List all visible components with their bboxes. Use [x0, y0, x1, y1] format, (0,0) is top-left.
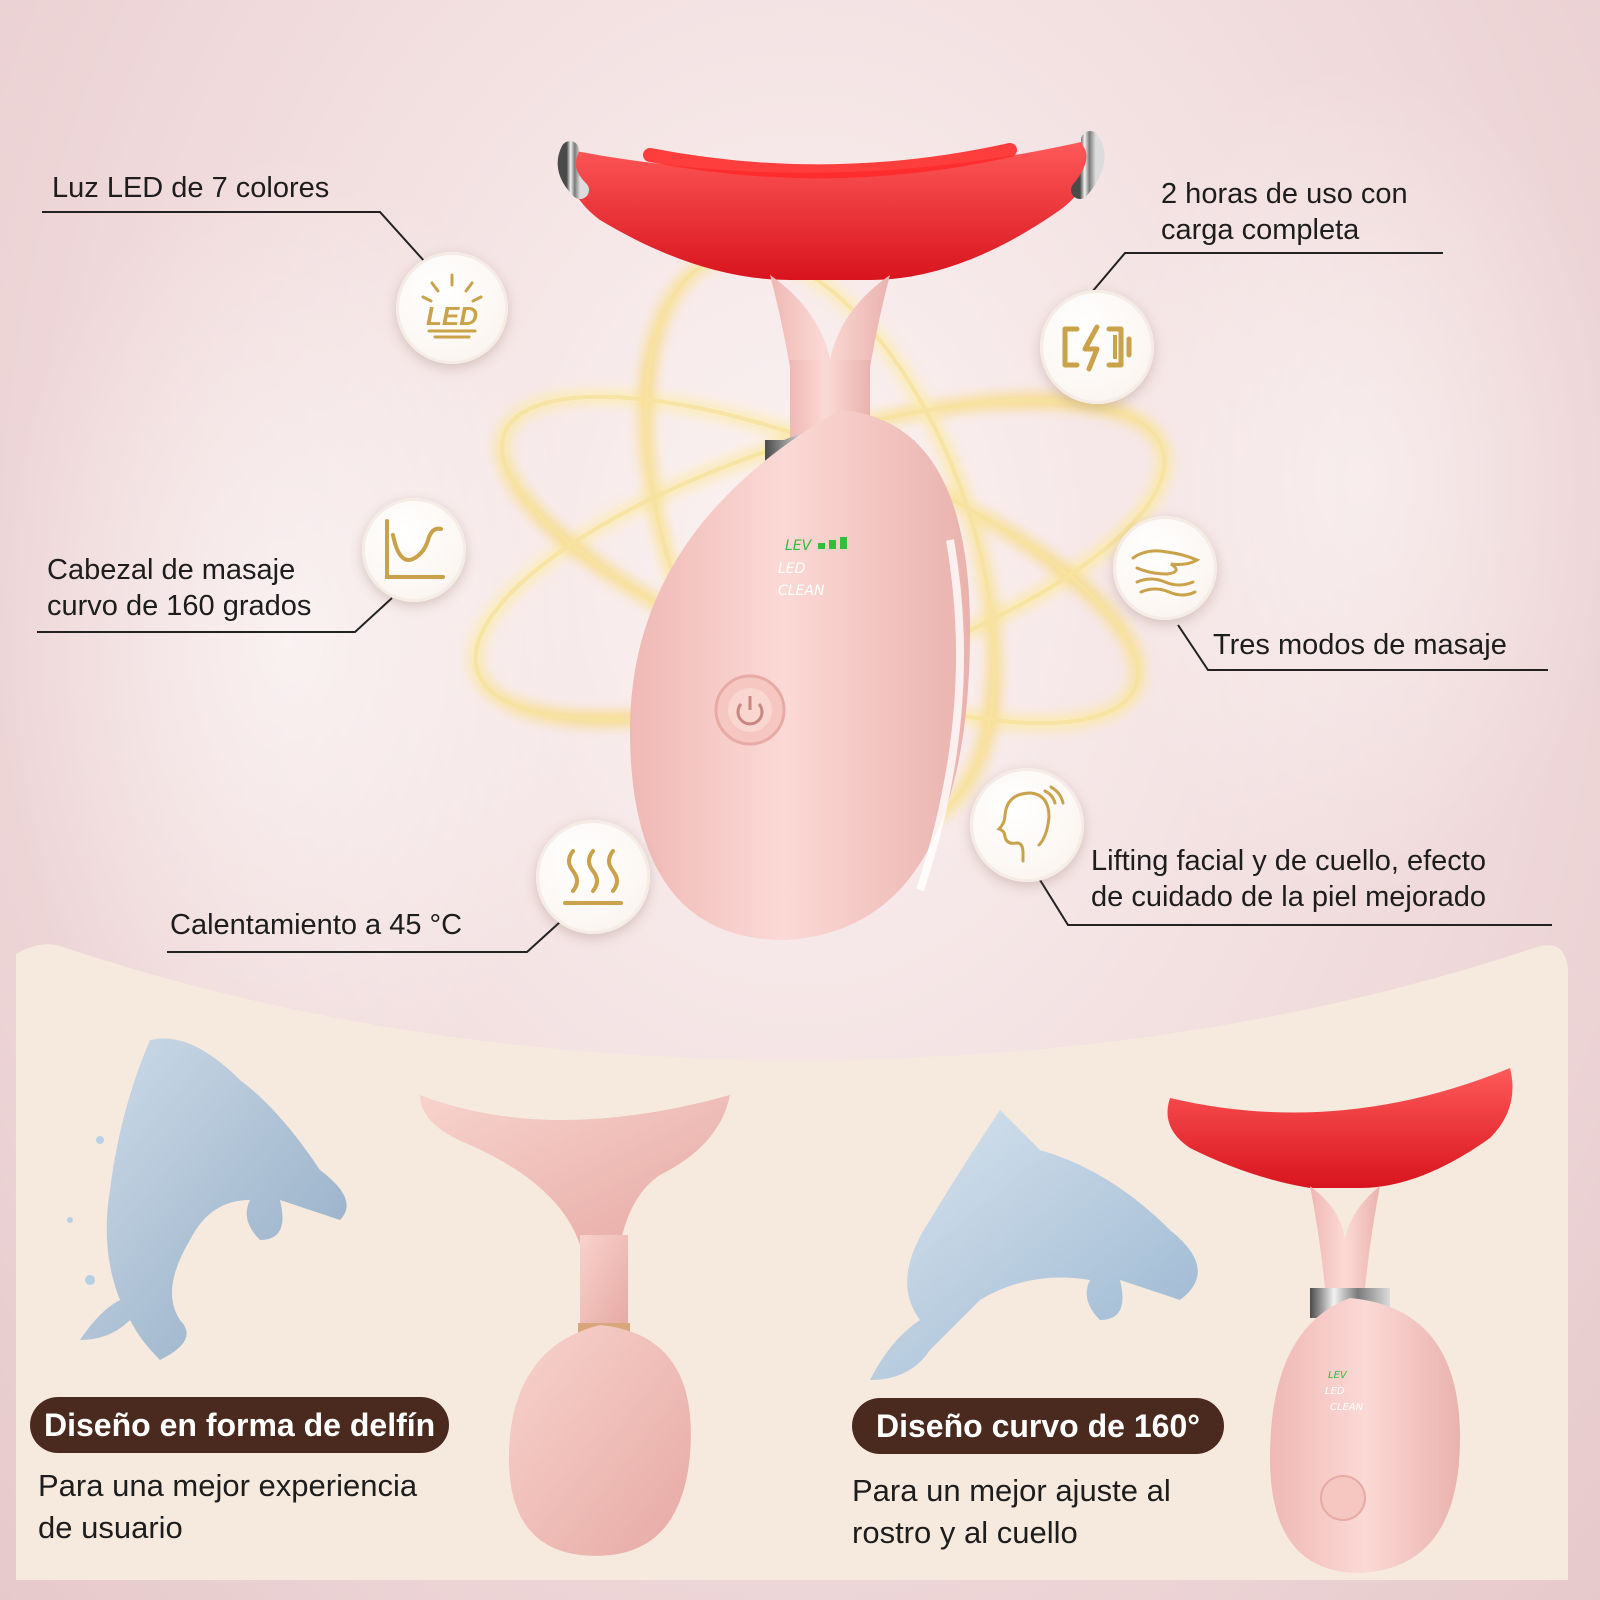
device-status-lev: LEV	[785, 538, 813, 554]
device-front-view-right: LEV LED CLEAN	[1167, 1068, 1513, 1573]
callout-led-text: Luz LED de 7 colores	[52, 172, 330, 204]
led-light-icon: LED	[396, 252, 508, 364]
dolphin-design-subtitle: Para una mejor experiencia de usuario	[38, 1468, 418, 1545]
callout-battery-text: 2 horas de uso con carga completa	[1161, 178, 1408, 246]
device-status-clean: CLEAN	[778, 583, 825, 599]
curve-graph-icon	[362, 498, 466, 602]
svg-text:LED: LED	[426, 301, 478, 331]
dolphin-illustration-left	[67, 1038, 347, 1360]
svg-text:CLEAN: CLEAN	[1330, 1402, 1364, 1413]
hand-wave-icon	[1113, 516, 1217, 620]
svg-text:LED: LED	[1325, 1386, 1345, 1397]
callout-modes-text: Tres modos de masaje	[1213, 629, 1507, 661]
dolphin-illustration-right	[870, 1110, 1198, 1380]
device-status-led: LED	[778, 561, 806, 577]
dolphin-design-title: Diseño en forma de delfín	[30, 1397, 450, 1453]
device-side-view-left	[420, 1095, 730, 1556]
callout-lifting-text: Lifting facial y de cuello, efecto de cu…	[1091, 845, 1486, 913]
curved-design-title: Diseño curvo de 160°	[852, 1398, 1225, 1454]
callout-heat-text: Calentamiento a 45 °C	[170, 909, 463, 941]
face-profile-icon	[970, 768, 1084, 882]
neck-massager-device: LEV LED CLEAN	[557, 131, 1105, 940]
curved-design-subtitle: Para un mejor ajuste al rostro y al cuel…	[852, 1473, 1171, 1550]
heat-waves-icon	[536, 820, 650, 934]
callout-curve-text: Cabezal de masaje curvo de 160 grados	[47, 554, 312, 622]
svg-text:LEV: LEV	[1328, 1370, 1348, 1381]
battery-charge-icon	[1040, 290, 1154, 404]
